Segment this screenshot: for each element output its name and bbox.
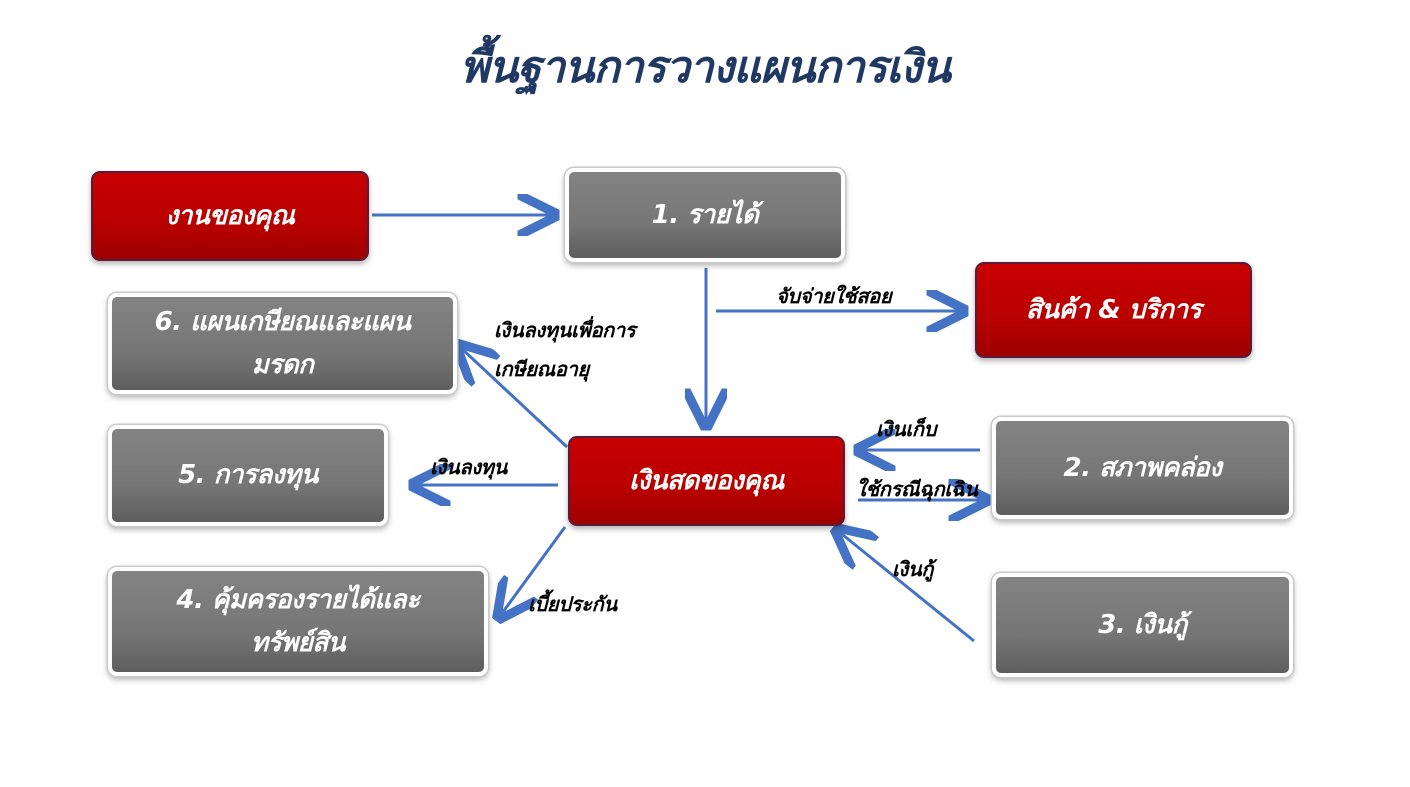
label-premium: เบี้ยประกัน (528, 592, 617, 616)
box-retirement-plan: 6. แผนเกษียณและแผนมรดก (108, 293, 457, 394)
label-spending: จับจ่ายใช้สอย (776, 284, 892, 308)
box-liquidity: 2. สภาพคล่อง (992, 417, 1293, 519)
box-investment: 5. การลงทุน (108, 425, 388, 526)
arrow-cash-to-retirement (460, 347, 569, 449)
arrow-loan-to-cash (838, 531, 975, 643)
box-your-cash-label: เงินสดของคุณ (629, 465, 784, 496)
label-investing: เงินลงทุน (430, 455, 508, 479)
box-investment-label: 5. การลงทุน (178, 460, 318, 491)
box-retirement-plan-label: 6. แผนเกษียณและแผนมรดก (154, 306, 411, 380)
box-liquidity-label: 2. สภาพคล่อง (1063, 452, 1222, 483)
label-savings: เงินเก็บ (876, 417, 937, 441)
box-protection: 4. คุ้มครองรายได้และทรัพย์สิน (108, 567, 488, 676)
label-retirement-investing: เงินลงทุนเพื่อการเกษียณอายุ (494, 318, 636, 381)
box-income: 1. รายได้ (565, 168, 845, 262)
box-goods-services: สินค้า & บริการ (975, 262, 1252, 358)
box-income-label: 1. รายได้ (651, 199, 759, 230)
label-borrowed: เงินกู้ (892, 557, 934, 581)
box-goods-services-label: สินค้า & บริการ (1025, 294, 1202, 325)
page-title: พื้นฐานการวางแผนการเงิน (460, 42, 951, 93)
arrow-cash-to-protection (500, 526, 567, 616)
box-protection-label: 4. คุ้มครองรายได้และทรัพย์สิน (176, 584, 420, 658)
box-loan-label: 3. เงินกู้ (1098, 609, 1187, 640)
box-your-job-label: งานของคุณ (165, 200, 295, 231)
box-loan: 3. เงินกู้ (992, 573, 1293, 677)
label-emergency-use: ใช้กรณีฉุกเฉิน (856, 477, 978, 501)
box-your-job: งานของคุณ (91, 171, 369, 261)
box-your-cash: เงินสดของคุณ (568, 436, 845, 526)
